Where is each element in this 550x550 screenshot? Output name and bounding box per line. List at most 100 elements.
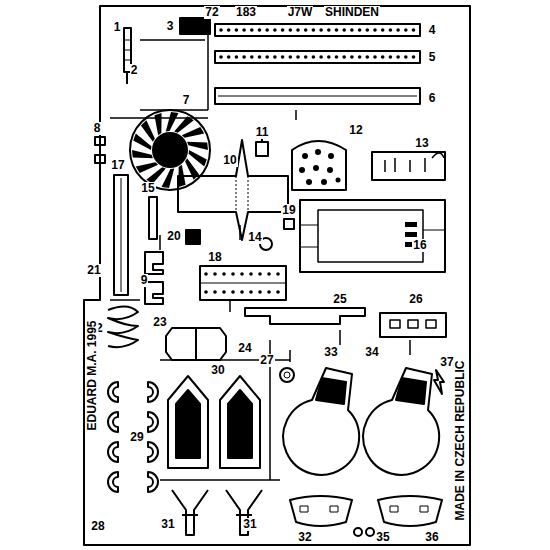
callout-number: J7W [287, 6, 314, 19]
etch-dot [289, 28, 293, 32]
etch-dot [222, 272, 226, 276]
etch-dot [304, 55, 308, 59]
etch-dot [204, 290, 208, 294]
fan-vane [132, 150, 153, 158]
callout-number: 7 [182, 94, 191, 107]
callout-number: 23 [152, 316, 167, 329]
etch-dot [276, 272, 280, 276]
etch-dot [231, 290, 235, 294]
callout-number: 3 [166, 20, 175, 33]
part-19 [284, 219, 294, 229]
c-clip [148, 472, 158, 492]
part-23 [166, 328, 226, 360]
part-8 [95, 137, 105, 163]
etch-dot [235, 28, 239, 32]
callout-number: 26 [408, 293, 423, 306]
callout-number: 31 [160, 518, 175, 531]
etch-dot [373, 55, 377, 59]
callout-number: 13 [414, 137, 429, 150]
etch-dot [250, 28, 254, 32]
etch-dot [265, 55, 269, 59]
etch-dot [281, 28, 285, 32]
etch-dot [381, 55, 385, 59]
etch-dot [350, 28, 354, 32]
callout-number: 5 [428, 51, 437, 64]
part-4 [215, 24, 420, 36]
etch-dot [342, 28, 346, 32]
etch-dot [366, 55, 370, 59]
etch-dot [404, 55, 408, 59]
part-6 [215, 88, 420, 104]
etch-dot [296, 28, 300, 32]
fan-vane [174, 116, 194, 132]
callout-number: 11 [255, 126, 270, 139]
callout-number: 10 [222, 154, 237, 167]
etch-dot [342, 55, 346, 59]
etch-dot [240, 290, 244, 294]
part-12 [292, 141, 346, 190]
etch-dot [304, 28, 308, 32]
callout-number: 18 [207, 251, 222, 264]
etch-dot [240, 272, 244, 276]
callout-number: 1 [113, 21, 122, 34]
part-25 [245, 308, 365, 324]
etch-dot [249, 272, 253, 276]
callout-number: 35 [375, 531, 390, 544]
callout-number: 2 [130, 64, 139, 77]
fret-frame [84, 6, 470, 545]
fan-vane [141, 120, 155, 141]
c-clip [108, 382, 118, 402]
part-29 [108, 382, 158, 492]
etch-dot [219, 55, 223, 59]
etch-dot [258, 28, 262, 32]
fan-vane [161, 169, 174, 188]
etch-dot [273, 28, 277, 32]
c-clip [108, 412, 118, 432]
part-17 [114, 175, 128, 295]
part-30b [220, 376, 260, 468]
etch-dot [389, 28, 393, 32]
etch-dot [222, 290, 226, 294]
etch-dot [227, 28, 231, 32]
etch-dot [350, 55, 354, 59]
etch-dot [319, 55, 323, 59]
part-31 [172, 490, 208, 535]
callout-number: 30 [210, 364, 225, 377]
callout-number: 16 [412, 239, 427, 252]
callout-number: 17 [110, 159, 125, 172]
callout-number: 20 [166, 230, 181, 243]
etch-dot [219, 28, 223, 32]
etch-dot [258, 55, 262, 59]
etch-dot [312, 28, 316, 32]
c-clip [148, 382, 158, 402]
part-13 [372, 152, 445, 180]
etch-dot [273, 55, 277, 59]
etch-dot [281, 55, 285, 59]
part-3 [180, 18, 210, 34]
part-26 [380, 313, 446, 337]
callout-number: 34 [364, 346, 379, 359]
part-7 [130, 110, 210, 190]
callout-number: 25 [332, 293, 347, 306]
part-15 [149, 197, 157, 239]
etch-dot [267, 290, 271, 294]
etch-dot [213, 272, 217, 276]
part-10 [178, 140, 288, 240]
part-16 [300, 200, 445, 272]
etch-dot [242, 28, 246, 32]
part-32 [290, 496, 352, 526]
etch-dot [258, 272, 262, 276]
callout-number: 6 [428, 92, 437, 105]
callout-number: 29 [129, 431, 144, 444]
callout-number: 4 [428, 24, 437, 37]
part-36 [378, 496, 442, 526]
fret-inscription: MADE IN CZECH REPUBLIC [453, 359, 466, 521]
part-22 [108, 306, 138, 347]
etch-dot [289, 55, 293, 59]
etch-dot [381, 28, 385, 32]
part-30 [168, 376, 208, 468]
etch-dot [396, 55, 400, 59]
etch-dot [258, 290, 262, 294]
